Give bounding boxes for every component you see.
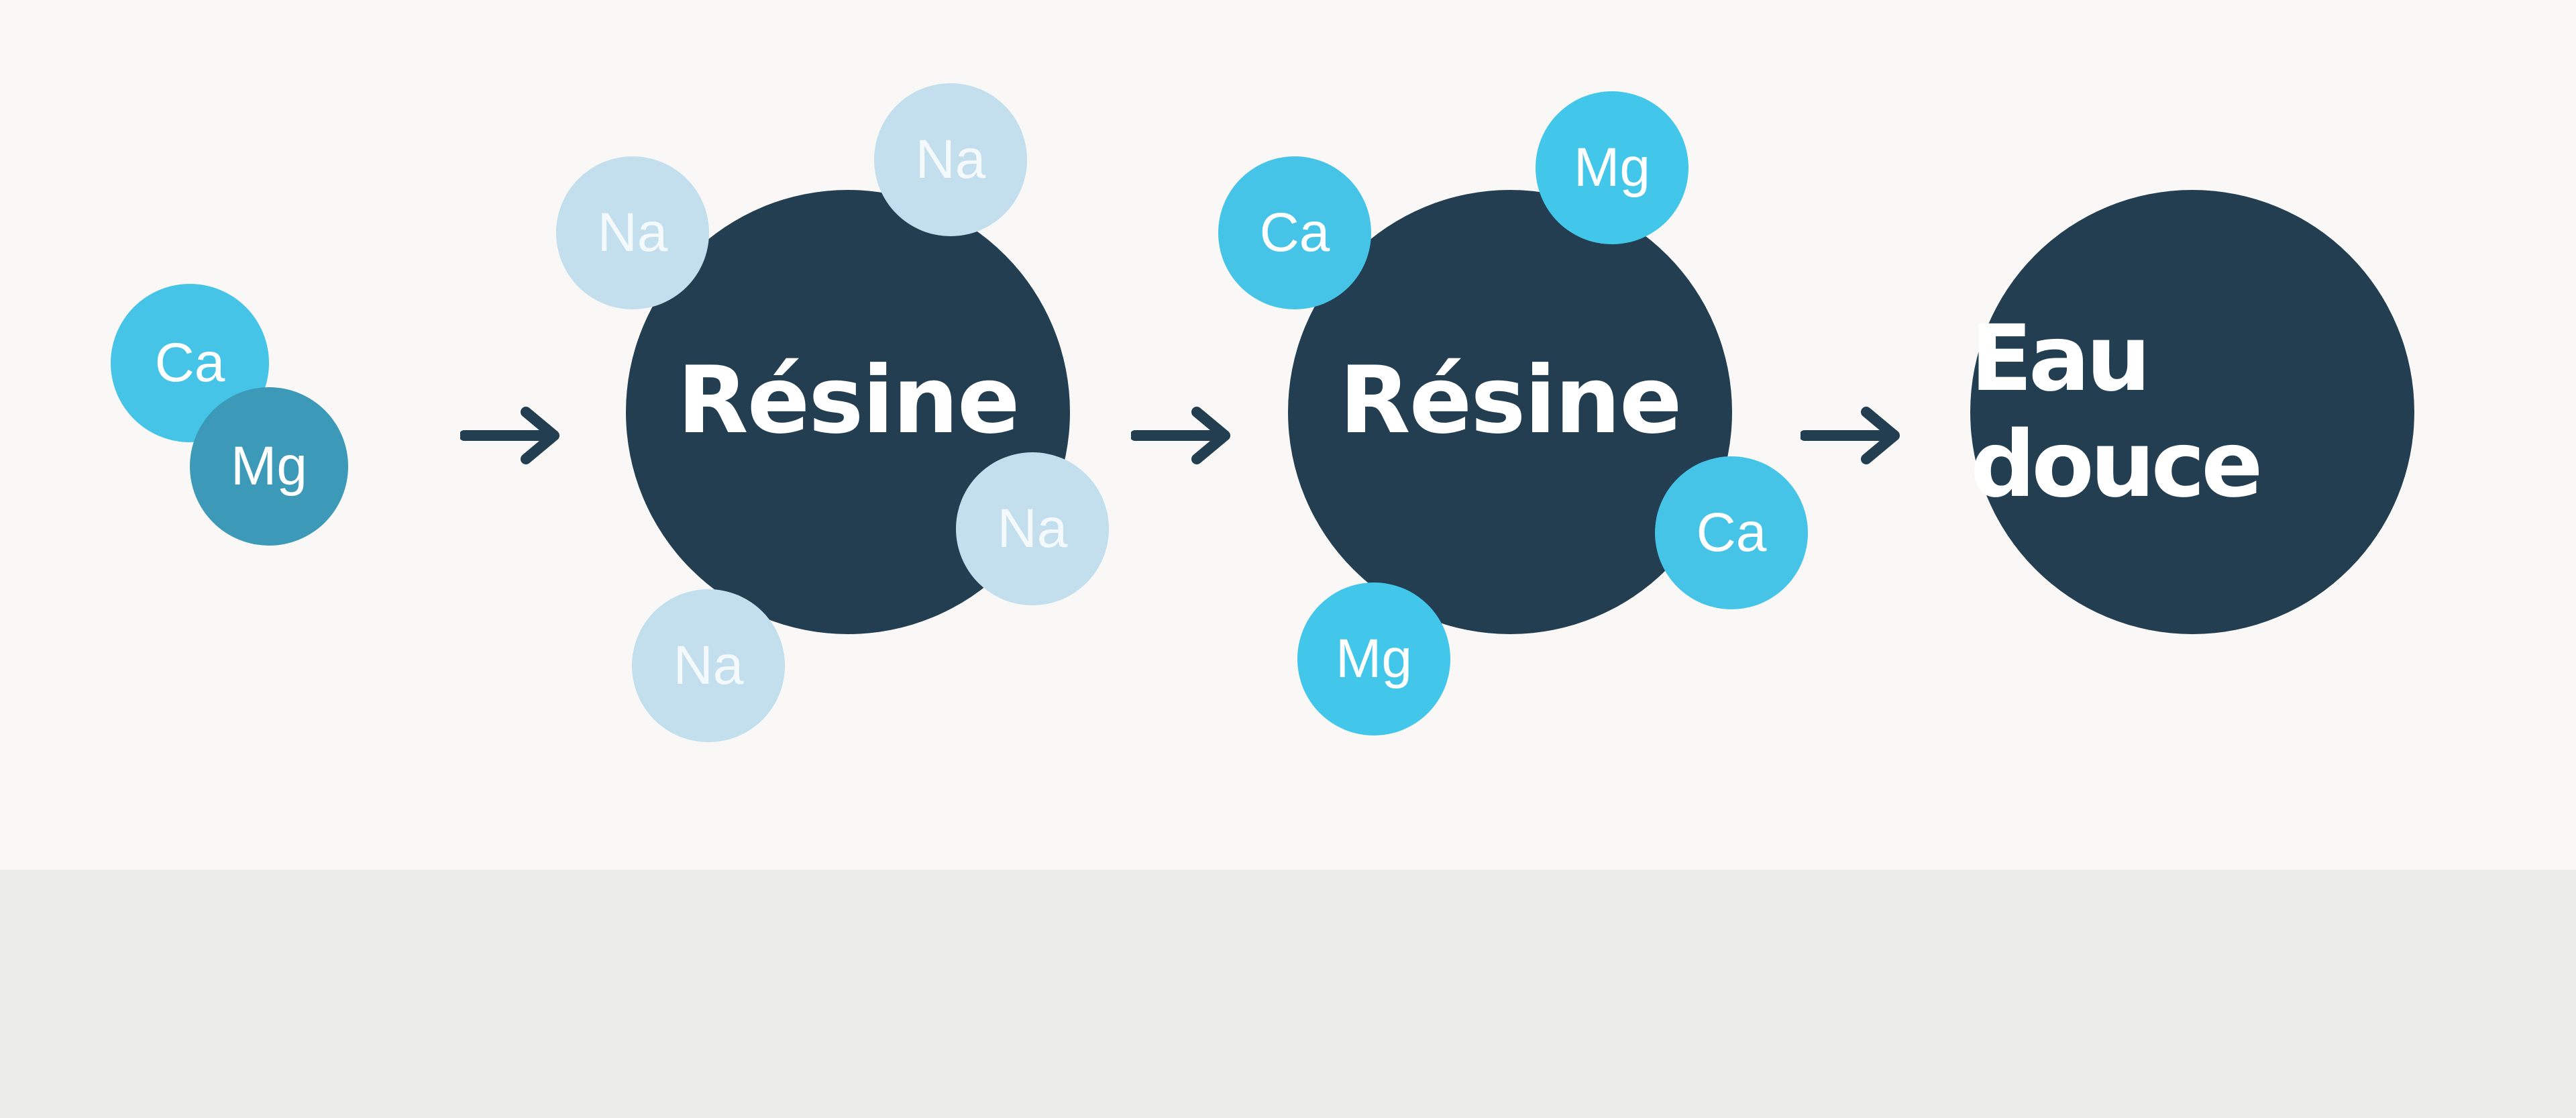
footer-area — [0, 870, 2576, 1118]
ion-label: Mg — [1336, 628, 1412, 689]
resin-hardness-loaded: Résine — [1288, 190, 1732, 634]
arrow-right-icon — [1801, 407, 1900, 464]
soft-water-label: Eau douce — [1970, 306, 2263, 518]
arrow-right-icon — [460, 407, 559, 464]
ion-ca: Ca — [1218, 156, 1371, 309]
ion-label: Na — [997, 498, 1068, 559]
ion-label: Na — [673, 635, 744, 696]
ion-label: Mg — [231, 436, 307, 497]
soft-water-result: Eau douce — [1970, 190, 2414, 634]
ion-mg: Mg — [1297, 582, 1450, 735]
ion-label: Mg — [1574, 137, 1650, 198]
ion-label: Ca — [1696, 502, 1767, 563]
ion-na: Na — [956, 452, 1109, 605]
arrow-right-icon — [1131, 407, 1230, 464]
ion-na: Na — [874, 83, 1027, 236]
resin-label: Résine — [677, 346, 1020, 454]
ion-mg: Mg — [1536, 91, 1688, 244]
ion-mg-hard-water: Mg — [190, 387, 348, 546]
ion-label: Ca — [154, 332, 225, 393]
ion-label: Na — [597, 202, 668, 263]
ion-label: Ca — [1259, 202, 1330, 263]
resin-label: Résine — [1339, 346, 1682, 454]
ion-ca: Ca — [1655, 456, 1808, 609]
ion-na: Na — [632, 589, 785, 742]
ion-label: Na — [915, 129, 986, 190]
ion-na: Na — [556, 156, 709, 309]
